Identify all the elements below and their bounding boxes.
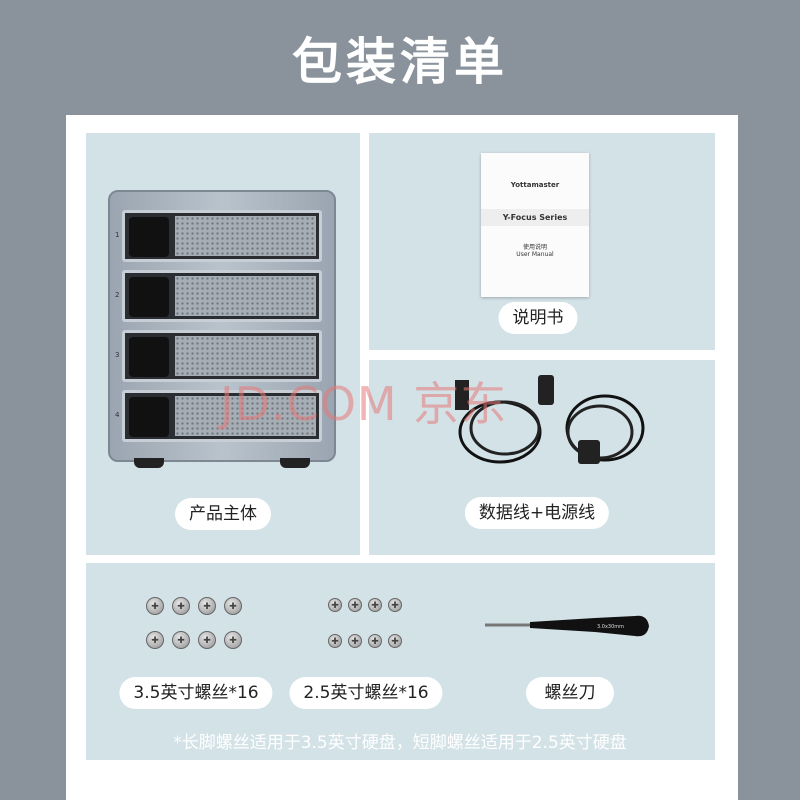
screws-35-image xyxy=(146,597,242,649)
panel-accessories xyxy=(86,563,715,760)
cables-image xyxy=(455,375,645,464)
bay-number: 2 xyxy=(115,291,120,299)
bay-number: 1 xyxy=(115,231,120,239)
manual-series: Y-Focus Series xyxy=(481,209,589,226)
user-manual-image: Yottamaster Y-Focus Series 使用说明 User Man… xyxy=(481,153,589,297)
manual-zh-title: 使用说明 xyxy=(522,244,547,251)
page-title: 包装清单 xyxy=(292,33,508,91)
screws-25-image xyxy=(328,598,402,648)
bay-number: 3 xyxy=(115,351,120,359)
label-cables: 数据线+电源线 xyxy=(464,497,610,529)
manual-en-title: User Manual xyxy=(516,251,554,258)
screwdriver-size-text: 3.0x30mm xyxy=(597,624,624,630)
label-screwdriver: 螺丝刀 xyxy=(526,677,614,709)
drive-bay: 1 xyxy=(115,210,322,262)
manual-brand: Yottamaster xyxy=(510,181,560,189)
watermark: JD.COM 京东 xyxy=(220,377,508,431)
label-manual: 说明书 xyxy=(498,302,578,334)
screw-usage-note: *长脚螺丝适用于3.5英寸硬盘，短脚螺丝适用于2.5英寸硬盘 xyxy=(173,733,627,753)
drive-enclosure-image: 1 2 3 4 xyxy=(108,190,336,468)
label-main-unit: 产品主体 xyxy=(175,498,271,530)
label-screws-35: 3.5英寸螺丝*16 xyxy=(119,677,273,709)
bay-number: 4 xyxy=(115,411,120,419)
drive-bay: 3 xyxy=(115,330,322,382)
screwdriver-image: 3.0x30mm xyxy=(485,615,649,637)
drive-bay: 4 xyxy=(115,390,322,442)
label-screws-25: 2.5英寸螺丝*16 xyxy=(289,677,443,709)
drive-bay: 2 xyxy=(115,270,322,322)
